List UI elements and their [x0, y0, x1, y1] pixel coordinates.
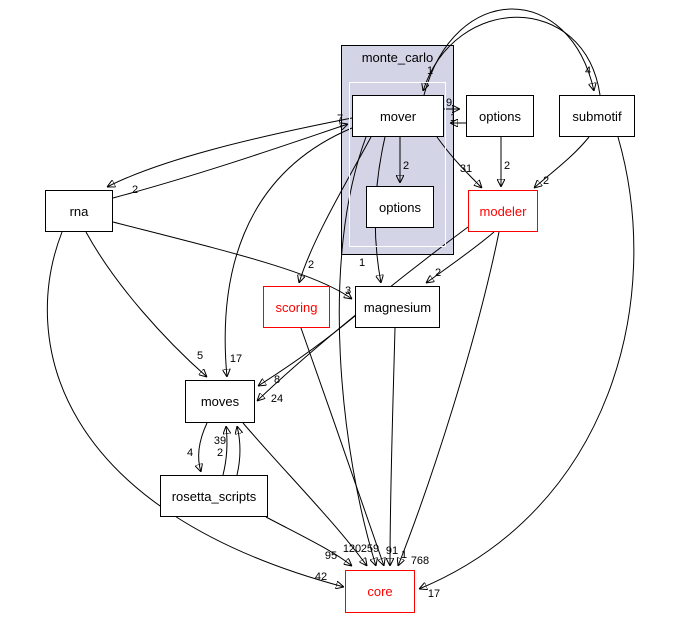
edge-label: 17 [428, 588, 440, 600]
edge-label: 2 [435, 267, 441, 279]
node-rosetta-scripts[interactable]: rosetta_scripts [160, 475, 268, 517]
edge-label: 39 [214, 435, 226, 447]
edge-mover-scoring [299, 136, 372, 283]
edge-mover-submotif [423, 8, 594, 96]
node-moves[interactable]: moves [185, 380, 255, 423]
edge-label: 17 [230, 353, 242, 365]
node-modeler[interactable]: modeler [468, 190, 538, 232]
edge-moves-core [242, 422, 367, 566]
edge-moves-rosetta-scripts [199, 422, 208, 472]
edge-label: 2 [504, 160, 510, 172]
edge-label: 1 [359, 257, 365, 269]
edge-modeler-core [398, 231, 500, 566]
edge-label: 120 [343, 543, 361, 555]
edge-scoring-core [300, 327, 384, 566]
node-mover[interactable]: mover [352, 95, 444, 137]
cluster-inner-frame [349, 82, 446, 247]
edge-label: 768 [411, 555, 429, 567]
edge-label: 24 [271, 393, 283, 405]
cluster-label-monte-carlo[interactable]: monte_carlo [361, 50, 434, 65]
node-options-inner[interactable]: options [366, 186, 434, 228]
edge-label: 4 [187, 447, 193, 459]
node-scoring[interactable]: scoring [263, 286, 330, 328]
node-core[interactable]: core [345, 570, 415, 613]
edge-label: 7 [337, 113, 343, 125]
edge-label: 2 [543, 175, 549, 187]
edge-label: 42 [315, 571, 327, 583]
edge-rna-mover [112, 124, 348, 199]
edge-label: 5 [197, 350, 203, 362]
edge-label: 259 [361, 543, 379, 555]
edge-rosetta-scripts-core [265, 516, 352, 566]
edge-magnesium-core [390, 327, 396, 566]
edge-mover-moves [225, 127, 353, 377]
edge-submotif-mover [423, 16, 601, 96]
node-rna[interactable]: rna [45, 190, 113, 232]
edge-mover-modeler [436, 136, 482, 188]
edge-rna-core [46, 231, 344, 587]
node-magnesium[interactable]: magnesium [355, 286, 440, 328]
edge-label: 1 [450, 112, 456, 124]
edge-label: 4 [585, 65, 591, 77]
edge-label: 2 [217, 447, 223, 459]
edge-label: 95 [325, 550, 337, 562]
node-submotif[interactable]: submotif [559, 95, 635, 137]
edge-rna-moves [85, 231, 207, 377]
edge-label: 91 [386, 545, 398, 557]
edge-submotif-core [419, 136, 635, 589]
edge-label: 1 [401, 549, 407, 561]
edge-label: 2 [132, 184, 138, 196]
edge-modeler-moves [257, 226, 469, 401]
node-options[interactable]: options [466, 95, 534, 137]
edge-label: 2 [308, 259, 314, 271]
edge-mover-core [338, 136, 376, 566]
edge-label: 1 [427, 65, 433, 77]
edge-submotif-modeler [534, 136, 590, 188]
edge-mover-rna [107, 117, 353, 187]
edge-rna-magnesium [112, 221, 352, 299]
edge-label: 2 [403, 160, 409, 172]
edge-rosetta-scripts-moves [223, 426, 227, 476]
edge-label: 3 [345, 285, 351, 297]
edge-label: 31 [460, 163, 472, 175]
edge-rosetta-scripts-moves-2 [237, 426, 240, 476]
edge-label: 9 [446, 97, 452, 109]
edge-label: 8 [274, 374, 280, 386]
edge-modeler-magnesium [426, 231, 495, 283]
